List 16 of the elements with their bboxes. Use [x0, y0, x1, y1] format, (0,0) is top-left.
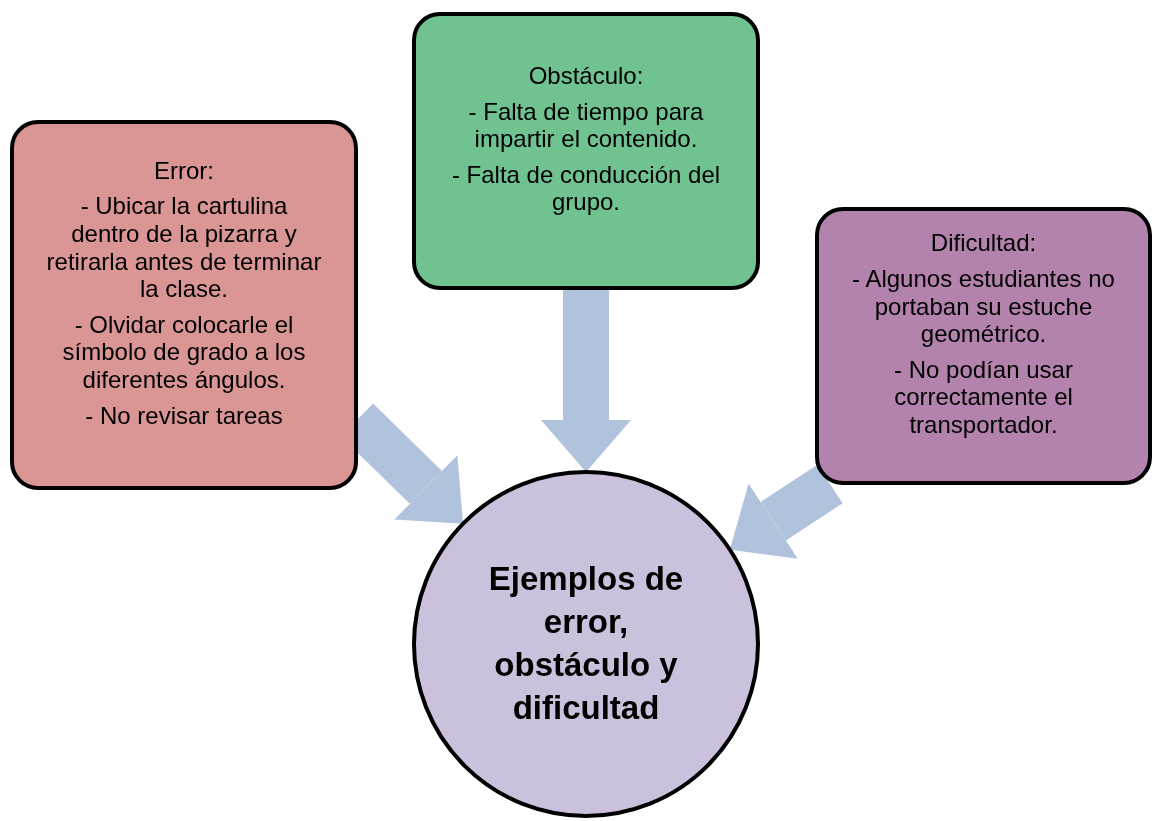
box-item: - Falta de conducción del grupo.	[450, 160, 722, 216]
block-arrow	[541, 288, 631, 472]
block-arrow	[729, 464, 843, 559]
box-item: - Olvidar colocarle el símbolo de grado a los diferentes ángulos.	[61, 310, 307, 394]
box-item: - No podían usar correctamente el transportador.	[893, 355, 1074, 439]
box-item: - Falta de tiempo para impartir el contenido.	[467, 97, 705, 153]
box-item: - Algunos estudiantes no portaban su estuche geométrico.	[851, 265, 1116, 348]
box-item: - No revisar tareas	[85, 401, 283, 430]
box-heading: Error:	[154, 156, 214, 185]
category-box	[10, 120, 358, 490]
category-box	[815, 207, 1152, 485]
box-heading: Dificultad:	[930, 229, 1037, 257]
category-box	[412, 12, 760, 290]
box-heading: Obstáculo:	[528, 62, 644, 90]
topic-title: Ejemplos de error, obstáculo y dificultad	[487, 559, 685, 728]
box-item: - Ubicar la cartulina dentro de la pizarra y retirarla antes de terminar la clase.	[46, 192, 322, 303]
